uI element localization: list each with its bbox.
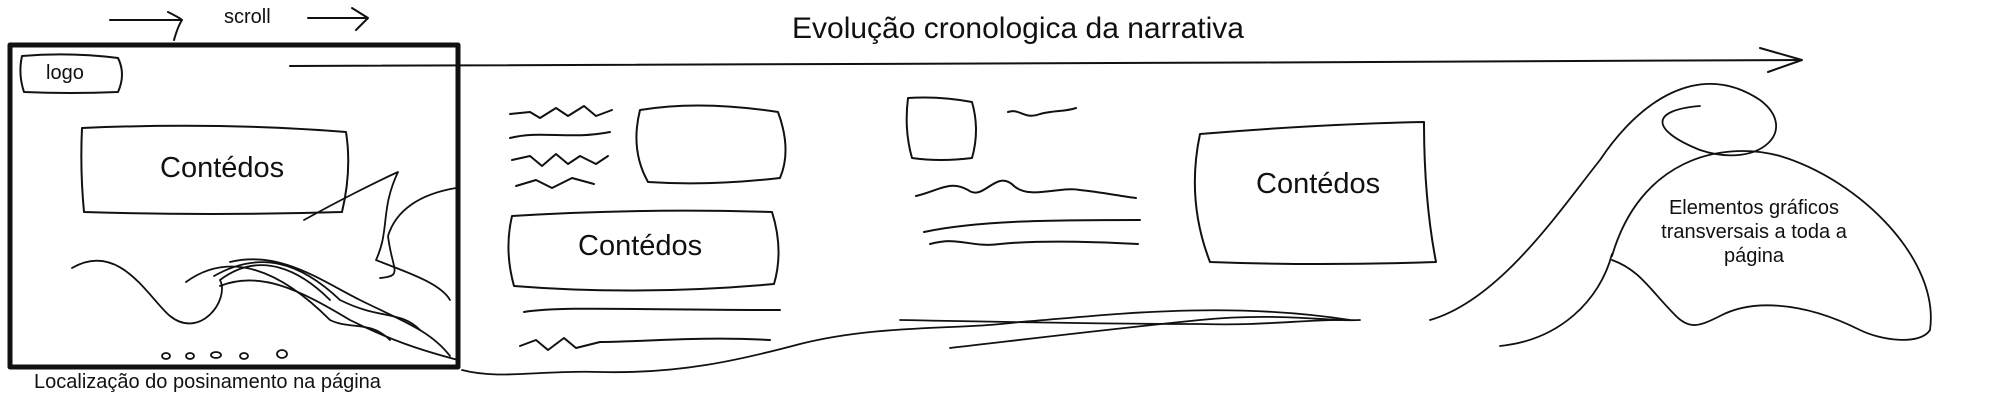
scroll-label: scroll [224, 6, 271, 28]
logo-label: logo [46, 62, 84, 84]
image-placeholder-col3 [905, 96, 977, 161]
image-placeholder-col2 [635, 104, 787, 185]
content-box-1-label: Contédos [160, 152, 285, 184]
viewport-frame [7, 42, 461, 370]
graphic-elements-note: Elementos gráficos transversais a toda a… [1661, 197, 1847, 267]
transversal-graphic-lines [461, 83, 1932, 376]
content-box-2-label: Contédos [578, 230, 703, 262]
position-dot [239, 352, 249, 360]
placeholder-text-lines-col2 [509, 105, 781, 351]
diagram-title: Evolução cronologica da narrativa [792, 12, 1244, 45]
content-box-3 [1193, 121, 1437, 265]
placeholder-text-lines-col3 [915, 107, 1141, 246]
position-label: Localização do posinamento na página [34, 371, 381, 393]
content-box-3-label: Contédos [1256, 168, 1381, 200]
logo-box [19, 53, 123, 94]
position-dots [161, 349, 288, 360]
timeline-arrow [289, 47, 1803, 73]
content-box-2 [507, 209, 780, 292]
content-box-1 [80, 124, 350, 215]
scroll-arrow-right [307, 7, 369, 31]
wave-lines-viewport [71, 171, 459, 361]
position-dot [210, 351, 222, 359]
position-dot [276, 349, 288, 359]
position-dot [185, 352, 195, 360]
position-dot [161, 352, 171, 360]
scroll-arrow-left [109, 11, 183, 41]
scroll-arrows [109, 7, 369, 41]
